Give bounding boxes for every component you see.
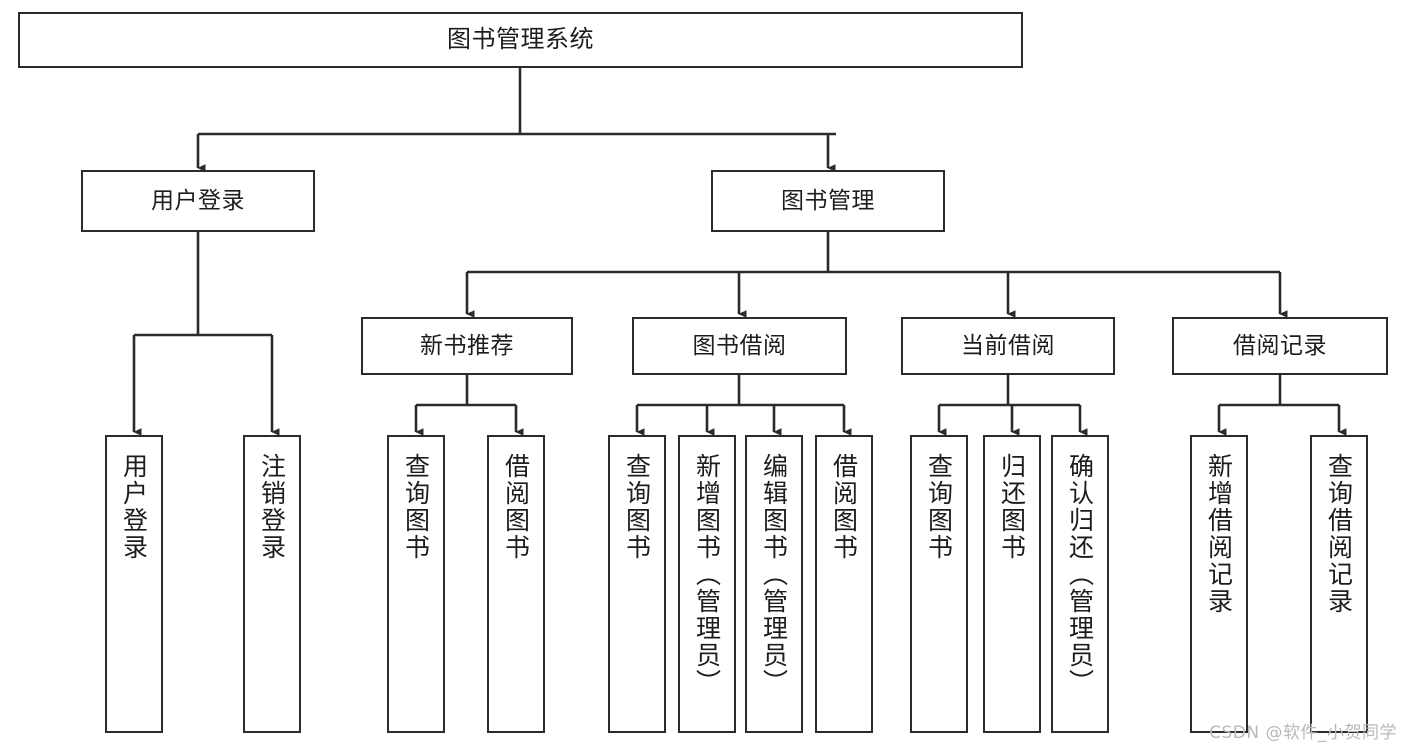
csdn-watermark: CSDN @软件_小贺同学 bbox=[1209, 723, 1397, 743]
node-current-borrow[interactable]: 当前借阅 bbox=[901, 317, 1115, 375]
edge-root-to-level2 bbox=[196, 68, 836, 172]
edge-borrow-record-children bbox=[1217, 375, 1347, 436]
leaf-confirm-return-admin[interactable]: 确认归还（管理员） bbox=[1051, 435, 1109, 733]
edge-book-borrow-children bbox=[635, 375, 852, 436]
edge-new-book-children bbox=[414, 375, 524, 436]
leaf-edit-book-admin[interactable]: 编辑图书（管理员） bbox=[745, 435, 803, 733]
node-label: 借阅记录 bbox=[1233, 332, 1327, 359]
leaf-return-book[interactable]: 归还图书 bbox=[983, 435, 1041, 733]
node-label: 图书借阅 bbox=[692, 332, 787, 359]
node-label: 用户登录 bbox=[119, 453, 149, 561]
leaf-add-borrow-record[interactable]: 新增借阅记录 bbox=[1190, 435, 1248, 733]
node-label: 借阅图书 bbox=[501, 453, 531, 561]
edge-book-manage-children bbox=[465, 232, 1288, 318]
node-label: 图书管理 bbox=[781, 187, 875, 214]
node-book-borrow[interactable]: 图书借阅 bbox=[632, 317, 847, 375]
edge-current-borrow-children bbox=[937, 375, 1088, 436]
leaf-logout[interactable]: 注销登录 bbox=[243, 435, 301, 733]
node-label: 确认归还（管理员） bbox=[1065, 453, 1095, 696]
leaf-add-book-admin[interactable]: 新增图书（管理员） bbox=[678, 435, 736, 733]
leaf-query-book-current[interactable]: 查询图书 bbox=[910, 435, 968, 733]
node-label: 借阅图书 bbox=[829, 453, 859, 561]
node-label: 编辑图书（管理员） bbox=[759, 453, 789, 696]
leaf-borrow-book[interactable]: 借阅图书 bbox=[815, 435, 873, 733]
node-label: 查询图书 bbox=[924, 453, 954, 561]
node-label: 新增图书（管理员） bbox=[692, 453, 722, 696]
node-label: 查询图书 bbox=[622, 453, 652, 561]
node-new-book-recommend[interactable]: 新书推荐 bbox=[361, 317, 573, 375]
leaf-query-book-new[interactable]: 查询图书 bbox=[387, 435, 445, 733]
leaf-user-login[interactable]: 用户登录 bbox=[105, 435, 163, 733]
node-label: 归还图书 bbox=[997, 453, 1027, 561]
node-book-management[interactable]: 图书管理 bbox=[711, 170, 945, 232]
node-label: 当前借阅 bbox=[961, 332, 1055, 359]
leaf-borrow-book-new[interactable]: 借阅图书 bbox=[487, 435, 545, 733]
node-root-book-management-system[interactable]: 图书管理系统 bbox=[18, 12, 1023, 68]
node-user-login[interactable]: 用户登录 bbox=[81, 170, 315, 232]
node-label: 查询图书 bbox=[401, 453, 431, 561]
node-label: 新增借阅记录 bbox=[1204, 453, 1234, 615]
leaf-query-book-borrow[interactable]: 查询图书 bbox=[608, 435, 666, 733]
node-label: 用户登录 bbox=[151, 187, 245, 214]
node-borrow-record[interactable]: 借阅记录 bbox=[1172, 317, 1388, 375]
leaf-query-borrow-record[interactable]: 查询借阅记录 bbox=[1310, 435, 1368, 733]
node-label: 图书管理系统 bbox=[447, 25, 594, 54]
edge-user-login-children bbox=[132, 232, 280, 436]
node-label: 注销登录 bbox=[257, 453, 287, 561]
node-label: 新书推荐 bbox=[420, 332, 514, 359]
node-label: 查询借阅记录 bbox=[1324, 453, 1354, 615]
